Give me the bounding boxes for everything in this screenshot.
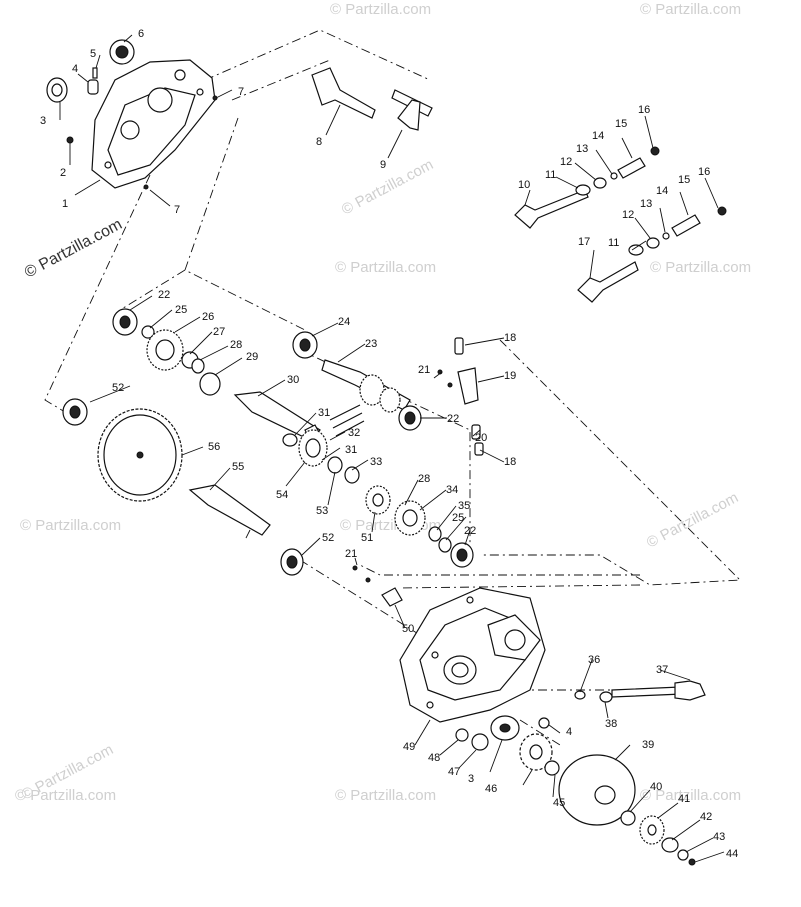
callout-51: 51	[361, 532, 373, 544]
callout-31: 31	[318, 407, 330, 419]
callout-48: 48	[428, 752, 440, 764]
callout-14: 14	[656, 185, 668, 197]
callout-11: 11	[545, 169, 556, 181]
callout-19: 19	[504, 370, 516, 382]
callout-10: 10	[518, 179, 530, 191]
callout-15: 15	[615, 118, 627, 130]
leader-lines	[59, 34, 725, 863]
shift-linkage	[352, 565, 403, 607]
watermark-main: © Partzilla.com	[22, 216, 125, 282]
callout-31: 31	[345, 444, 357, 456]
callout-33: 33	[370, 456, 382, 468]
output-shaft-parts	[538, 680, 706, 729]
callout-40: 40	[650, 781, 662, 793]
watermark: © Partzilla.com	[644, 489, 741, 551]
callout-24: 24	[338, 316, 350, 328]
callout-35: 35	[458, 500, 470, 512]
callout-labels: 1 2 3 4 5 6 7 7 8 9 10 11 12 13 14 15 16…	[40, 28, 738, 860]
callout-55: 55	[232, 461, 244, 473]
watermark: © Partzilla.com	[340, 517, 441, 534]
callout-18: 18	[504, 456, 516, 468]
callout-38: 38	[605, 718, 617, 730]
callout-42: 42	[700, 811, 712, 823]
callout-34: 34	[446, 484, 458, 496]
watermark: © Partzilla.com	[330, 1, 431, 18]
drive-sheave-assembly	[455, 715, 696, 866]
callout-39: 39	[642, 739, 654, 751]
lower-shaft-gear	[62, 398, 304, 576]
callout-16: 16	[698, 166, 710, 178]
callout-44: 44	[726, 848, 738, 860]
callout-29: 29	[246, 351, 258, 363]
callout-43: 43	[713, 831, 725, 843]
watermark: © Partzilla.com	[640, 787, 741, 804]
callout-49: 49	[403, 741, 415, 753]
callout-28: 28	[230, 339, 242, 351]
callout-12: 12	[622, 209, 634, 221]
callout-17: 17	[578, 236, 590, 248]
watermark: © Partzilla.com	[15, 787, 116, 804]
callout-21: 21	[418, 364, 430, 376]
callout-2: 2	[60, 167, 66, 179]
callout-25: 25	[452, 512, 464, 524]
callout-28: 28	[418, 473, 430, 485]
shift-forks	[311, 67, 433, 131]
callout-13: 13	[640, 198, 652, 210]
callout-45: 45	[553, 797, 565, 809]
callout-7: 7	[174, 204, 180, 216]
callout-25: 25	[175, 304, 187, 316]
callout-26: 26	[202, 311, 214, 323]
callout-1: 1	[62, 198, 68, 210]
callout-13: 13	[576, 143, 588, 155]
callout-50: 50	[402, 623, 414, 635]
callout-18: 18	[504, 332, 516, 344]
watermark: © Partzilla.com	[640, 1, 741, 18]
callout-20: 20	[475, 432, 487, 444]
callout-46: 46	[485, 783, 497, 795]
callout-53: 53	[316, 505, 328, 517]
callout-11: 11	[608, 237, 619, 249]
callout-54: 54	[276, 489, 288, 501]
upper-shaft-gears	[112, 308, 474, 568]
callout-3: 3	[468, 773, 474, 785]
callout-36: 36	[588, 654, 600, 666]
callout-3: 3	[40, 115, 46, 127]
callout-8: 8	[316, 136, 322, 148]
watermark: © Partzilla.com	[335, 259, 436, 276]
callout-22: 22	[447, 413, 459, 425]
callout-47: 47	[448, 766, 460, 778]
callout-22: 22	[464, 525, 476, 537]
watermark: © Partzilla.com	[335, 787, 436, 804]
watermark: © Partzilla.com	[20, 517, 121, 534]
watermark: © Partzilla.com	[650, 259, 751, 276]
callout-15: 15	[678, 174, 690, 186]
callout-32: 32	[348, 427, 360, 439]
callout-14: 14	[592, 130, 604, 142]
callout-27: 27	[213, 326, 225, 338]
callout-4: 4	[566, 726, 572, 738]
callout-41: 41	[678, 793, 690, 805]
callout-16: 16	[638, 104, 650, 116]
callout-22: 22	[158, 289, 170, 301]
callout-4: 4	[72, 63, 78, 75]
callout-12: 12	[560, 156, 572, 168]
callout-52: 52	[322, 532, 334, 544]
callout-5: 5	[90, 48, 96, 60]
shift-shaft-assemblies	[514, 146, 727, 303]
right-case-half	[399, 587, 546, 723]
callout-7: 7	[238, 86, 244, 98]
left-case-half	[46, 39, 218, 190]
callout-21: 21	[345, 548, 357, 560]
callout-30: 30	[287, 374, 299, 386]
callout-23: 23	[365, 338, 377, 350]
callout-6: 6	[138, 28, 144, 40]
watermark: © Partzilla.com	[339, 156, 436, 218]
callout-52: 52	[112, 382, 124, 394]
callout-9: 9	[380, 159, 386, 171]
callout-56: 56	[208, 441, 220, 453]
callout-37: 37	[656, 664, 668, 676]
